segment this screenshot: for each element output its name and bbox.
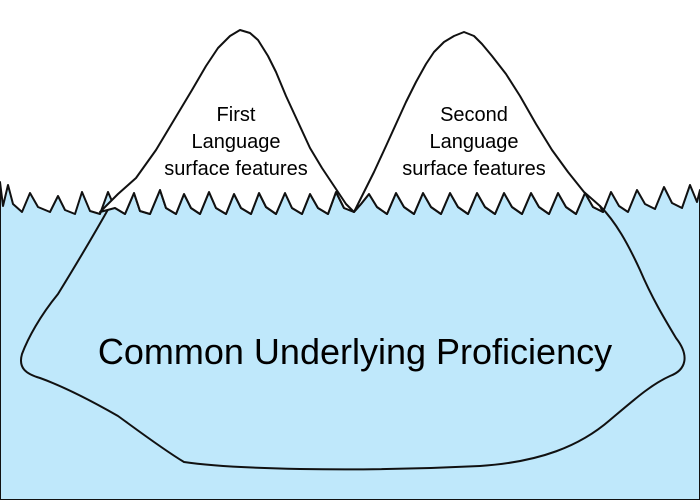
first-language-line-2: Language: [191, 131, 281, 153]
second-language-line-1: Second: [440, 104, 508, 126]
second-language-label: Second Language surface features: [374, 102, 574, 183]
first-language-line-1: First: [216, 104, 256, 126]
common-underlying-proficiency-label: Common Underlying Proficiency: [97, 331, 613, 372]
second-peak-shape: [353, 31, 604, 215]
first-peak-shape: [99, 29, 355, 215]
second-language-line-2: Language: [429, 131, 519, 153]
first-language-line-3: surface features: [164, 158, 308, 180]
second-language-line-3: surface features: [402, 158, 546, 180]
first-language-label: First Language surface features: [136, 102, 336, 183]
iceberg-base-outline: [20, 205, 686, 471]
